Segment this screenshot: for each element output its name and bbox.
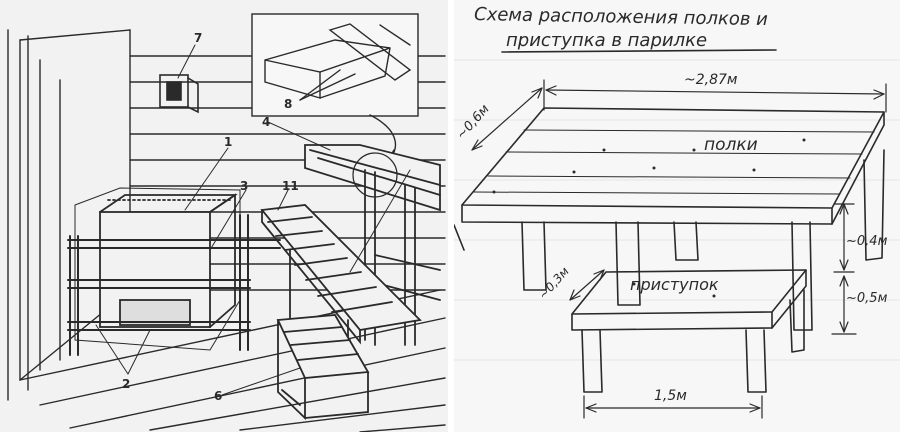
dim-step-depth-arrow	[569, 269, 605, 301]
figure-divider	[448, 0, 454, 432]
step-bench	[276, 314, 370, 421]
callout-4: 4	[262, 115, 270, 129]
dim-step-length-arrow	[583, 395, 763, 419]
step-sketch	[571, 269, 807, 393]
callout-11: 11	[282, 179, 299, 193]
left-wall-planks	[7, 29, 131, 401]
callout-2: 2	[122, 377, 130, 391]
label-step-length: 1,5м	[654, 388, 687, 404]
vent	[159, 74, 199, 114]
dim-length-arrow	[543, 79, 887, 113]
scheme-title-line1: Схема расположения полков и	[474, 4, 768, 30]
callout-leaders	[95, 44, 411, 396]
joint-detail-inset	[251, 13, 419, 161]
stove	[99, 193, 238, 328]
upper-shelf-sketch	[454, 107, 885, 331]
label-height-upper: ~0,4м	[846, 234, 888, 249]
callout-6: 6	[214, 389, 222, 403]
lower-long-shelf	[260, 204, 422, 361]
callout-1: 1	[224, 135, 232, 149]
label-step: приступок	[630, 275, 719, 294]
dim-step-height-arrow	[831, 275, 857, 335]
scheme-title-line2: приступка в парилке	[506, 30, 707, 51]
label-shelves: полки	[704, 135, 758, 155]
stove-guard-rails	[67, 214, 281, 356]
label-length: ~2,87м	[684, 72, 738, 88]
label-step-height: ~0,5м	[846, 291, 888, 306]
title-underline	[501, 49, 777, 53]
callout-7: 7	[194, 31, 202, 45]
callout-8: 8	[284, 97, 292, 111]
callout-3: 3	[240, 179, 248, 193]
sauna-interior-drawing: 1 2 3 4 6 7 8 11	[0, 0, 448, 432]
nail-dots	[492, 138, 806, 298]
dim-height-upper-arrow	[833, 203, 855, 273]
dim-depth-arrow	[471, 87, 543, 151]
shelf-layout-scheme: Схема расположения полков и приступка в …	[454, 0, 900, 432]
